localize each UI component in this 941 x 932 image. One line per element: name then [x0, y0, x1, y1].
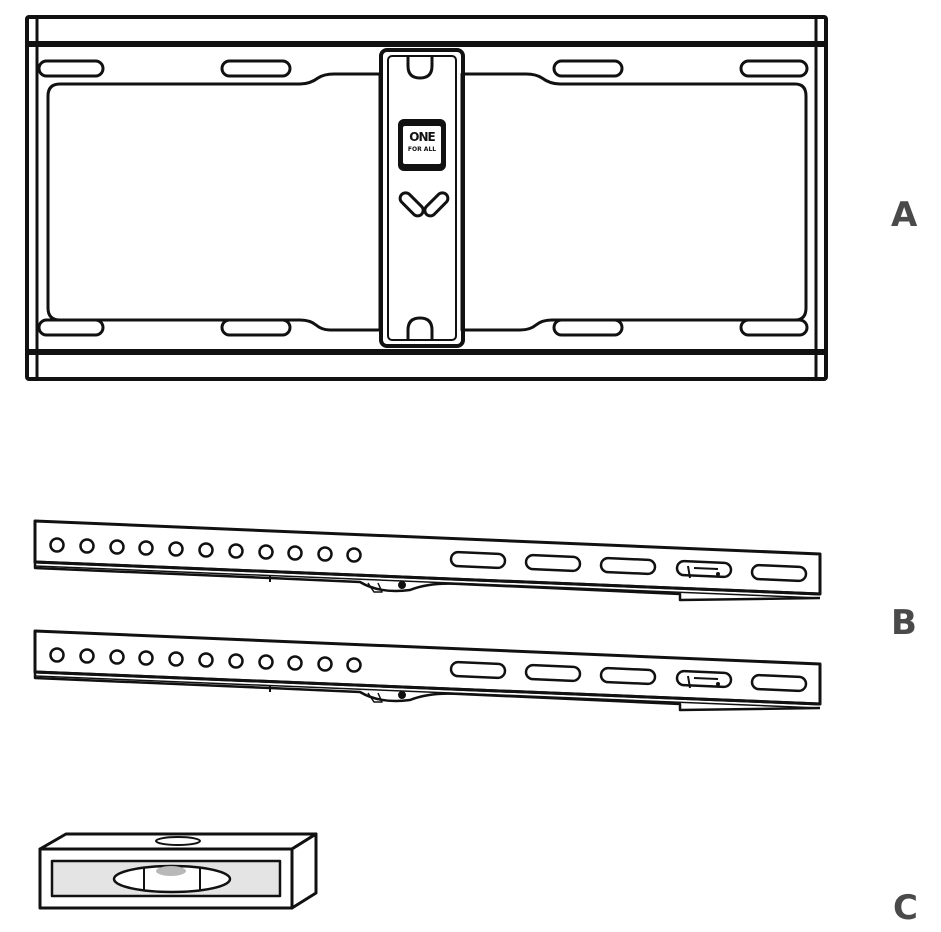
logo-line2: FOR ALL [407, 146, 437, 153]
part-label-b: B [891, 603, 917, 643]
logo-line1: ONE [409, 130, 435, 144]
part-label-c: C [893, 888, 918, 928]
wall-plate: ONE FOR ALL [0, 0, 941, 400]
part-label-a: A [891, 195, 918, 235]
brand-logo [398, 119, 446, 171]
